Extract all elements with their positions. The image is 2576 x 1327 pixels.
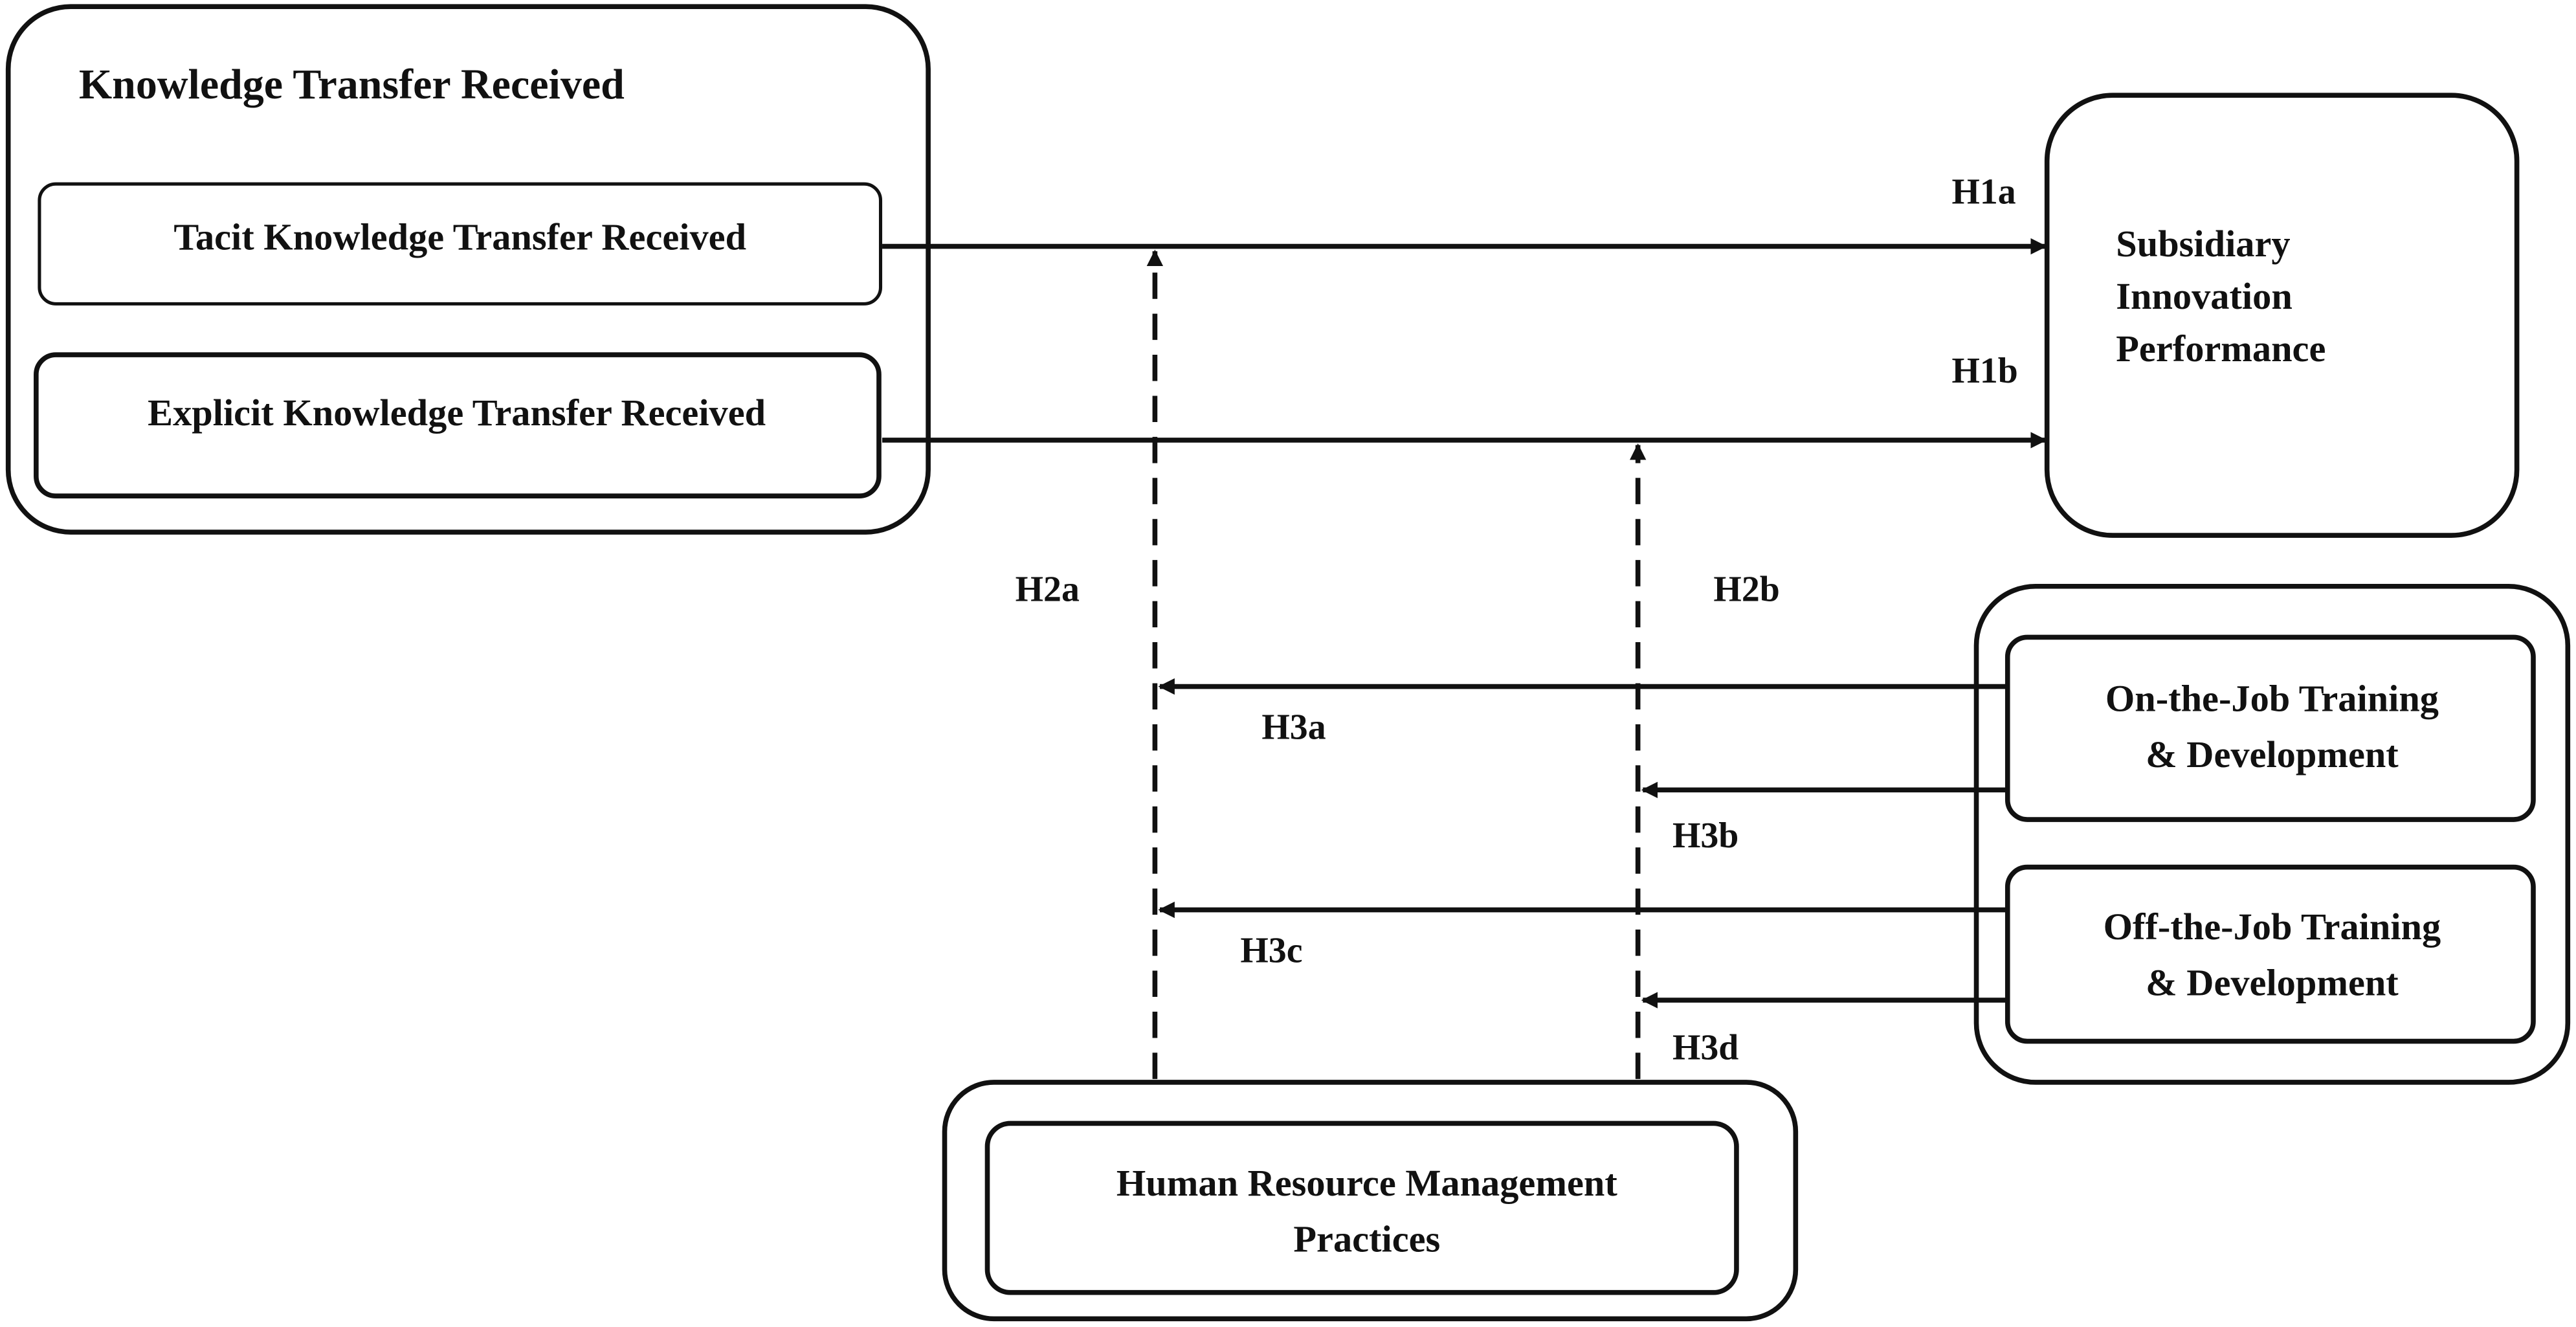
sip-label-line-3: Performance [2116, 328, 2326, 370]
h1b-label: H1b [1951, 351, 2017, 391]
ojt-label-line-1: On-the-Job Training [2105, 678, 2439, 720]
h2b-label: H2b [1713, 570, 1779, 610]
h3a-label: H3a [1261, 708, 1326, 748]
hrm-practices-box: Human Resource Management Practices [984, 1121, 1739, 1295]
ojt-label-line-2: & Development [2146, 733, 2399, 775]
tacit-knowledge-label: Tacit Knowledge Transfer Received [173, 216, 746, 258]
h3b-label: H3b [1672, 816, 1738, 856]
h3d-label: H3d [1672, 1027, 1738, 1067]
off-the-job-training-box: Off-the-Job Training & Development [2004, 864, 2536, 1044]
hrm-practices-group [942, 1080, 1799, 1322]
training-development-group [1973, 583, 2571, 1085]
subsidiary-innovation-performance-box: Subsidiary Innovation Performance [2044, 93, 2520, 538]
h1a-label: H1a [1951, 172, 2015, 212]
explicit-knowledge-label: Explicit Knowledge Transfer Received [148, 392, 766, 434]
explicit-knowledge-box: Explicit Knowledge Transfer Received [34, 352, 882, 499]
on-the-job-training-box: On-the-Job Training & Development [2004, 634, 2536, 822]
offjt-label-line-2: & Development [2146, 962, 2399, 1004]
hrm-label-line-2: Practices [1293, 1218, 1440, 1260]
knowledge-transfer-received-group: Knowledge Transfer Received [5, 4, 931, 535]
sip-label-line-2: Innovation [2116, 275, 2293, 317]
sip-label-line-1: Subsidiary [2116, 223, 2290, 265]
h3c-label: H3c [1240, 931, 1302, 971]
hrm-label-line-1: Human Resource Management [1116, 1162, 1617, 1204]
h2a-label: H2a [1016, 570, 1080, 610]
tacit-knowledge-box: Tacit Knowledge Transfer Received [38, 182, 883, 306]
knowledge-transfer-received-title: Knowledge Transfer Received [79, 61, 625, 108]
offjt-label-line-1: Off-the-Job Training [2104, 906, 2441, 948]
